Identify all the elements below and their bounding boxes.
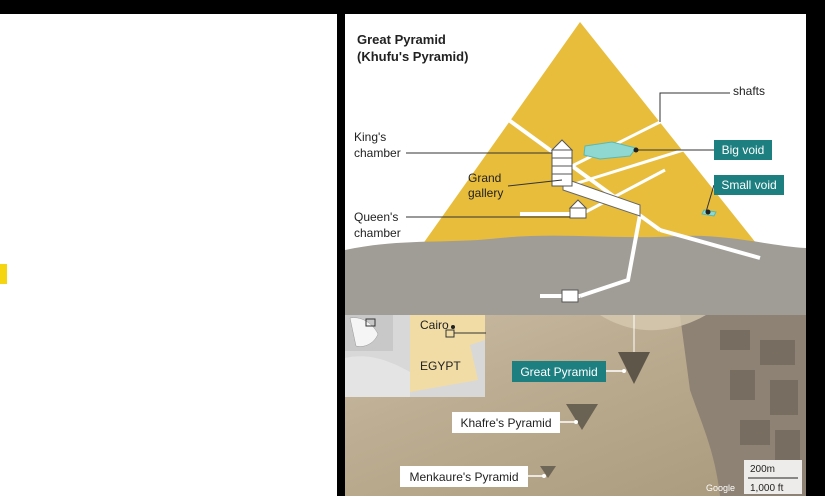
queens-shaft bbox=[579, 168, 666, 217]
small-void-badge bbox=[714, 175, 784, 195]
pyramid-body bbox=[420, 22, 760, 248]
lower-passage bbox=[659, 228, 761, 260]
small-void-dot bbox=[705, 209, 711, 215]
subterranean-passage bbox=[579, 214, 642, 298]
shaft-lower bbox=[567, 146, 691, 188]
menkaure-badge bbox=[400, 466, 528, 487]
map-attribution: Google bbox=[706, 483, 735, 493]
egypt-shape bbox=[410, 315, 485, 392]
shafts-leader bbox=[659, 92, 730, 122]
gallery-label-2: gallery bbox=[468, 186, 503, 200]
scale-meters: 200m bbox=[750, 464, 775, 475]
kings-chamber-shape bbox=[550, 139, 574, 187]
queens-chamber-shape bbox=[568, 199, 588, 219]
shafts-label: shafts bbox=[733, 84, 765, 98]
egypt-label: EGYPT bbox=[420, 359, 461, 373]
left-divider bbox=[337, 0, 345, 496]
big-void-shape bbox=[583, 141, 637, 160]
queens-label-1: Queen's bbox=[354, 210, 398, 224]
right-border bbox=[806, 0, 825, 496]
big-void-dot bbox=[633, 147, 639, 153]
menkaure-pyramid-mark bbox=[540, 466, 556, 478]
big-void-label: Big void bbox=[722, 143, 765, 157]
title-line1: Great Pyramid bbox=[357, 32, 446, 47]
title-line2: (Khufu's Pyramid) bbox=[357, 49, 468, 64]
kings-label-2: chamber bbox=[354, 146, 401, 160]
great-pyramid-mark bbox=[618, 352, 650, 384]
top-bar bbox=[337, 0, 825, 14]
yellow-marker bbox=[0, 264, 7, 284]
queens-label-2: chamber bbox=[354, 226, 401, 240]
khafre-label: Khafre's Pyramid bbox=[461, 416, 552, 430]
great-pyramid-label: Great Pyramid bbox=[520, 365, 597, 379]
satellite-map: Cairo EGYPT Great Pyramid Khafre's Pyram… bbox=[345, 315, 806, 496]
leader-lines bbox=[406, 92, 730, 218]
great-pyramid-badge bbox=[512, 361, 606, 382]
scale-box bbox=[744, 460, 802, 494]
ground bbox=[345, 235, 806, 315]
gallery-leader bbox=[507, 179, 563, 187]
top-bar-left bbox=[0, 0, 343, 14]
khafre-pyramid-mark bbox=[566, 404, 598, 430]
khafre-badge bbox=[452, 412, 560, 433]
cairo-label: Cairo bbox=[420, 318, 449, 332]
small-void-leader bbox=[705, 184, 715, 213]
city-texture bbox=[720, 330, 800, 460]
gallery-label-1: Grand bbox=[468, 171, 501, 185]
cross-section: Great Pyramid (Khufu's Pyramid) shafts K… bbox=[345, 15, 806, 315]
subterranean-chamber bbox=[561, 289, 579, 303]
kings-label-1: King's bbox=[354, 130, 386, 144]
big-void-badge bbox=[714, 140, 772, 160]
scale-feet: 1,000 ft bbox=[750, 483, 784, 494]
menkaure-label: Menkaure's Pyramid bbox=[410, 470, 519, 484]
small-void-label: Small void bbox=[721, 178, 776, 192]
